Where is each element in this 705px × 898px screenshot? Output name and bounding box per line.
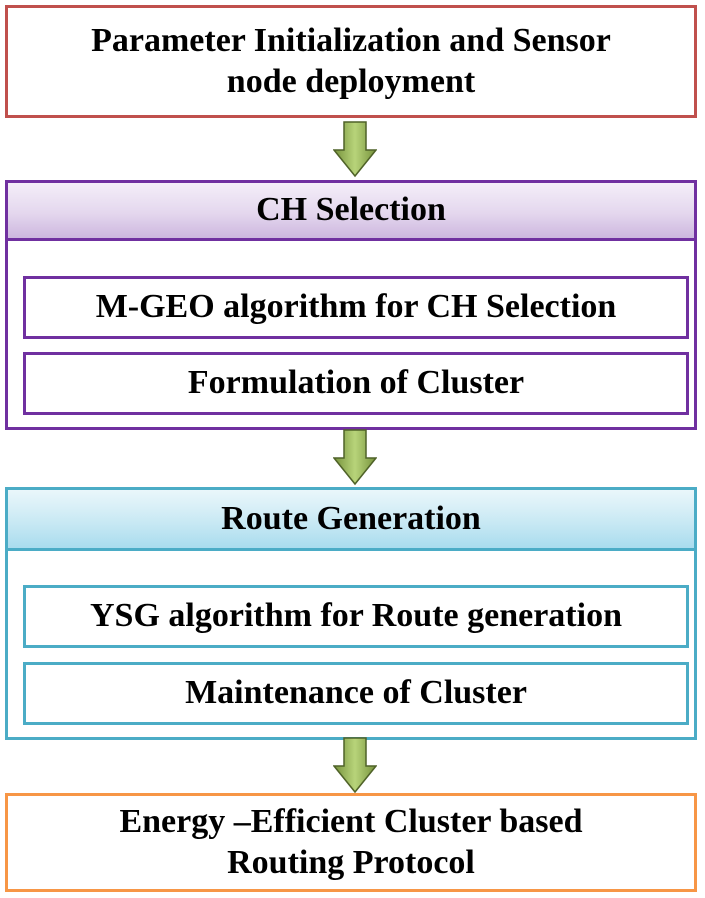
down-arrow-icon [333, 737, 377, 794]
route-generation-item: Maintenance of Cluster [23, 662, 689, 725]
ch-selection-item: Formulation of Cluster [23, 352, 689, 415]
down-arrow-icon [333, 121, 377, 178]
ch-selection-group: CH Selection M-GEO algorithm for CH Sele… [5, 180, 697, 430]
route-generation-item-label: YSG algorithm for Route generation [90, 597, 622, 635]
route-generation-title: Route Generation [221, 499, 481, 537]
ch-selection-item-label: M-GEO algorithm for CH Selection [95, 288, 617, 326]
result-step-box: Energy –Efficient Cluster based Routing … [5, 793, 697, 892]
down-arrow-icon [333, 429, 377, 486]
ch-selection-header: CH Selection [8, 183, 694, 241]
init-step-line-1: Parameter Initialization and Sensor [91, 21, 611, 59]
route-generation-item: YSG algorithm for Route generation [23, 585, 689, 648]
route-generation-header: Route Generation [8, 490, 694, 551]
result-step-line-2: Routing Protocol [227, 843, 475, 881]
ch-selection-item-label: Formulation of Cluster [187, 364, 525, 402]
result-step-line-1: Energy –Efficient Cluster based [119, 802, 583, 840]
init-step-line-2: node deployment [226, 62, 476, 100]
route-generation-item-label: Maintenance of Cluster [185, 674, 527, 712]
route-generation-group: Route Generation YSG algorithm for Route… [5, 487, 697, 740]
ch-selection-item: M-GEO algorithm for CH Selection [23, 276, 689, 339]
init-step-box: Parameter Initialization and Sensor node… [5, 5, 697, 118]
ch-selection-title: CH Selection [256, 191, 446, 229]
